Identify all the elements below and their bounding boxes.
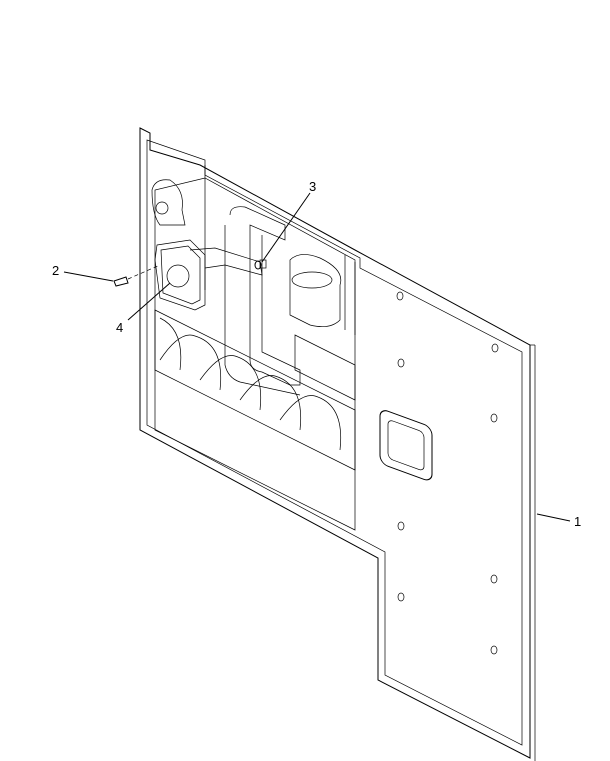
pull-handle-recess — [379, 410, 433, 481]
screw — [113, 264, 161, 287]
rivet-holes — [396, 291, 499, 655]
door-panel — [139, 127, 536, 761]
leader-3 — [261, 192, 311, 263]
speaker-grille — [154, 309, 356, 471]
callout-4: 4 — [116, 320, 123, 335]
rivet — [254, 259, 267, 270]
leader-1 — [536, 513, 571, 522]
callout-1: 1 — [574, 514, 581, 529]
callout-leaders — [63, 192, 571, 522]
handle-linkage — [189, 206, 342, 396]
remote-control-housing — [154, 239, 206, 311]
callout-2: 2 — [52, 263, 59, 278]
leader-2 — [63, 271, 114, 282]
callout-3: 3 — [309, 179, 316, 194]
leader-4 — [127, 282, 171, 321]
lock-bracket — [151, 179, 186, 226]
